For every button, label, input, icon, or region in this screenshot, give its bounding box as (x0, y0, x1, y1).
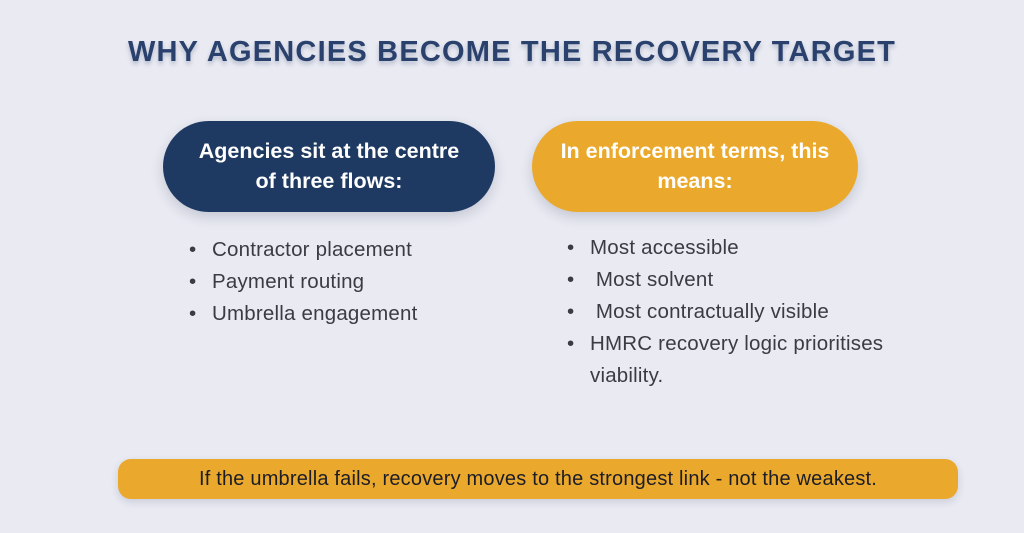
page-title: WHY AGENCIES BECOME THE RECOVERY TARGET (127, 36, 897, 68)
list-item-most-contractually-visible: Most contractually visible (565, 296, 895, 328)
right-bullet-list: Most accessible Most solvent Most contra… (565, 232, 895, 392)
left-column-header-label: Agencies sit at the centre of three flow… (198, 138, 460, 193)
list-item-umbrella-engagement: Umbrella engagement (187, 298, 507, 330)
list-item-contractor-placement: Contractor placement (187, 234, 507, 266)
list-item-hmrc-recovery-logic: HMRC recovery logic prioritises viabilit… (565, 328, 895, 392)
summary-banner-text: If the umbrella fails, recovery moves to… (198, 467, 878, 490)
right-column-header-pill: In enforcement terms, this means: (532, 121, 858, 212)
right-column-header-label: In enforcement terms, this means: (560, 138, 830, 193)
left-bullet-list: Contractor placement Payment routing Umb… (187, 234, 507, 330)
list-item-most-solvent: Most solvent (565, 264, 895, 296)
list-item-payment-routing: Payment routing (187, 266, 507, 298)
list-item-most-accessible: Most accessible (565, 232, 895, 264)
summary-banner: If the umbrella fails, recovery moves to… (118, 459, 958, 499)
left-column-header-pill: Agencies sit at the centre of three flow… (163, 121, 495, 212)
